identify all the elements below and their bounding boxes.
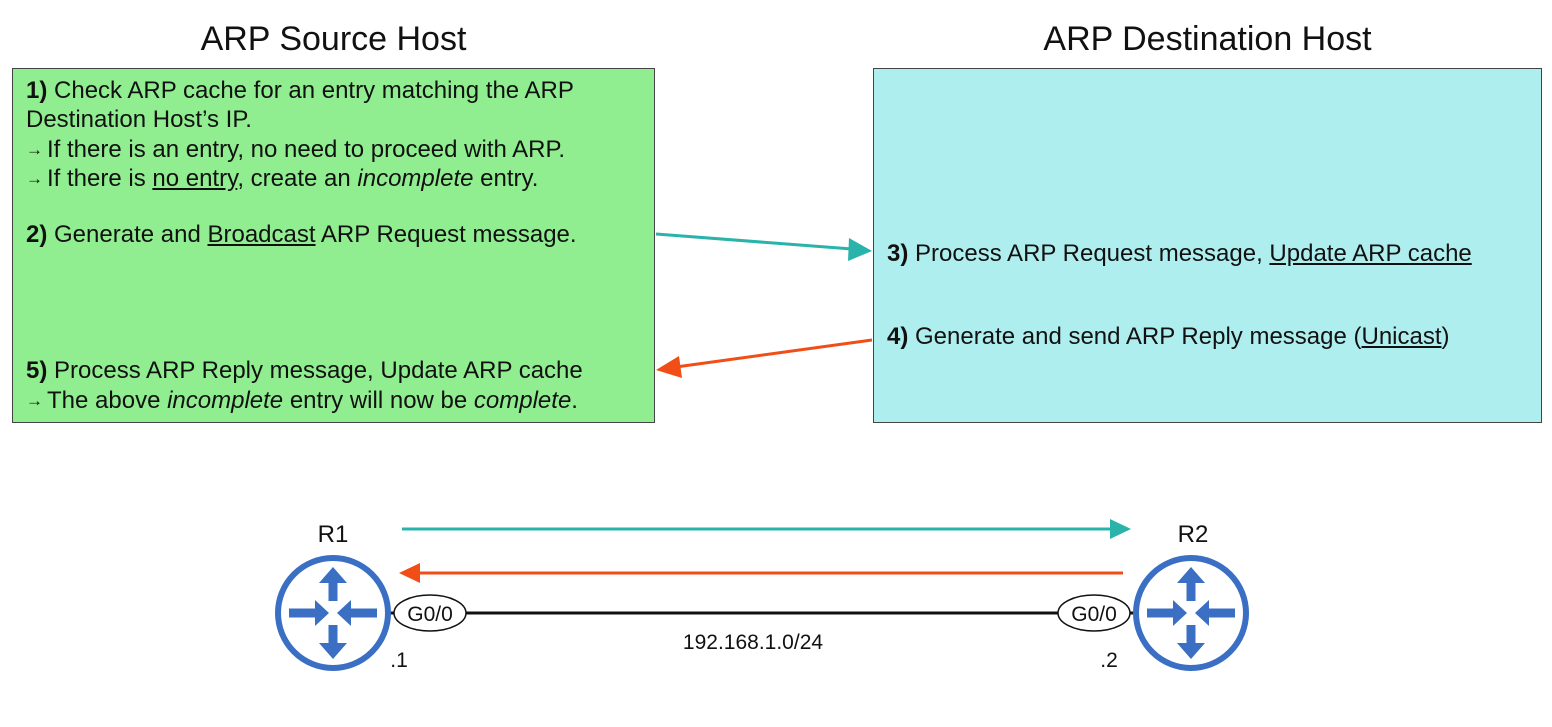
r1-label: R1 — [318, 521, 349, 548]
step2-number: 2) — [26, 221, 48, 248]
step1-if-entry: →If there is an entry, no need to procee… — [26, 135, 565, 166]
step1-number: 1) — [26, 77, 48, 104]
step1-line2: Destination Host’s IP. — [26, 106, 252, 133]
source-host-heading: ARP Source Host — [200, 20, 467, 58]
step5b-mid: entry will now be — [283, 387, 474, 414]
step1-line1: 1) Check ARP cache for an entry matching… — [26, 76, 574, 105]
no-entry-underlined: no entry — [152, 165, 238, 192]
step1-no-entry: →If there is no entry, create an incompl… — [26, 164, 538, 195]
r2-label: R2 — [1178, 521, 1209, 548]
r2-router-icon[interactable] — [1133, 555, 1249, 671]
incomplete-italic: incomplete — [167, 387, 284, 414]
right-arrow-icon: → — [26, 169, 43, 188]
right-arrow-icon: → — [26, 391, 43, 410]
r1-router-icon[interactable] — [275, 555, 391, 671]
destination-host-box: 3) Process ARP Request message, Update A… — [873, 68, 1542, 423]
update-arp-cache-underlined: Update ARP cache — [1269, 240, 1472, 267]
step5-text: Process ARP Reply message, Update ARP ca… — [54, 357, 583, 384]
incomplete-italic: incomplete — [357, 165, 474, 192]
reply-arrow — [675, 338, 873, 369]
r1-interface-ellipse — [393, 594, 467, 632]
step1-if-entry-text: If there is an entry, no need to proceed… — [47, 136, 566, 163]
unicast-underlined: Unicast — [1361, 323, 1442, 350]
right-arrow-icon: → — [26, 140, 43, 159]
step3-number: 3) — [887, 240, 909, 267]
step5b-pre: The above — [47, 387, 168, 414]
subnet-label: 192.168.1.0/24 — [683, 631, 823, 654]
no-entry-post: entry. — [473, 165, 539, 192]
step1-text: Check ARP cache for an entry matching th… — [54, 77, 574, 104]
reply-arrowhead — [656, 356, 682, 378]
broadcast-underlined: Broadcast — [207, 221, 316, 248]
step5-followup: →The above incomplete entry will now be … — [26, 386, 578, 417]
destination-host-heading: ARP Destination Host — [1043, 20, 1372, 58]
step3-line: 3) Process ARP Request message, Update A… — [887, 239, 1472, 268]
step5b-post: . — [571, 387, 578, 414]
request-arrowhead — [848, 238, 872, 261]
r2-interface-label: G0/0 — [1071, 603, 1117, 626]
network-reply-arrowhead — [399, 563, 420, 583]
step4-line: 4) Generate and send ARP Reply message (… — [887, 322, 1450, 351]
source-host-box: 1) Check ARP cache for an entry matching… — [12, 68, 655, 423]
r2-interface-ellipse — [1057, 594, 1131, 632]
r2-host-label: .2 — [1100, 649, 1118, 672]
step5-number: 5) — [26, 357, 48, 384]
no-entry-mid: , create an — [237, 165, 358, 192]
step5-line: 5) Process ARP Reply message, Update ARP… — [26, 356, 583, 385]
step4-post: ) — [1441, 323, 1450, 350]
network-request-arrowhead — [1110, 519, 1131, 539]
step4-number: 4) — [887, 323, 909, 350]
r1-host-label: .1 — [390, 649, 408, 672]
request-arrow — [655, 232, 853, 251]
r1-interface-label: G0/0 — [407, 603, 453, 626]
step2-pre: Generate and — [54, 221, 208, 248]
step2-post: ARP Request message. — [315, 221, 577, 248]
step2-line: 2) Generate and Broadcast ARP Request me… — [26, 220, 577, 249]
complete-italic: complete — [473, 387, 572, 414]
no-entry-pre: If there is — [47, 165, 153, 192]
step3-pre: Process ARP Request message, — [915, 240, 1270, 267]
step4-pre: Generate and send ARP Reply message ( — [915, 323, 1362, 350]
